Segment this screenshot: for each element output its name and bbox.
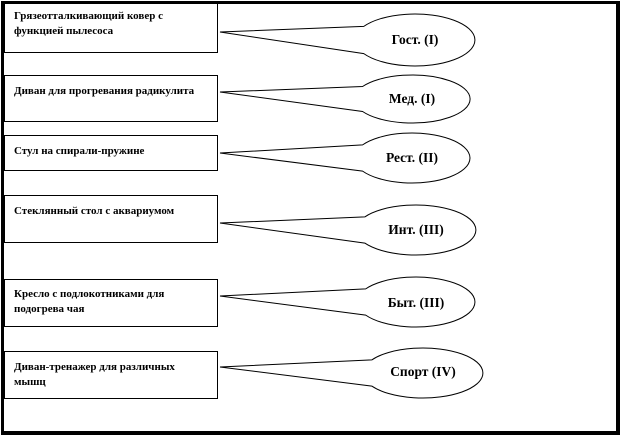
item-box-2: Диван для прогревания радикулита	[4, 75, 218, 122]
item-text-3: Стул на спирали-пружине	[14, 145, 145, 157]
item-text-1: Грязеотталкивающий ковер с функцией пыле…	[14, 10, 163, 37]
callout-balloon-2	[219, 74, 471, 124]
callout-balloon-1	[219, 13, 476, 67]
item-box-4: Стеклянный стол с аквариумом	[4, 195, 218, 243]
callout-shape-5	[219, 276, 476, 328]
category-label-3: Рест. (II)	[385, 150, 439, 165]
item-text-5: Кресло с подлокотниками для подогрева ча…	[14, 288, 165, 315]
item-box-6: Диван-тренажер для различных мышц	[4, 351, 218, 399]
callout-balloon-4	[219, 204, 477, 256]
item-box-3: Стул на спирали-пружине	[4, 135, 218, 171]
callout-balloon-6	[219, 347, 484, 399]
category-label-6: Спорт (IV)	[390, 364, 456, 379]
callout-shape-3	[219, 132, 471, 184]
category-label-2: Мед. (I)	[388, 91, 436, 106]
callout-shape-2	[219, 74, 471, 124]
item-text-4: Стеклянный стол с аквариумом	[14, 205, 175, 217]
item-box-5: Кресло с подлокотниками для подогрева ча…	[4, 279, 218, 327]
callout-balloon-5	[219, 276, 476, 328]
callout-shape-1	[219, 13, 476, 67]
item-box-1: Грязеотталкивающий ковер с функцией пыле…	[4, 3, 218, 53]
callout-shape-4	[219, 204, 477, 256]
category-label-4: Инт. (III)	[388, 222, 444, 237]
item-text-6: Диван-тренажер для различных мышц	[14, 361, 175, 388]
callout-shape-6	[219, 347, 484, 399]
item-text-2: Диван для прогревания радикулита	[14, 85, 195, 97]
callout-balloon-3	[219, 132, 471, 184]
category-label-1: Гост. (I)	[391, 32, 439, 47]
category-label-5: Быт. (III)	[387, 295, 445, 310]
